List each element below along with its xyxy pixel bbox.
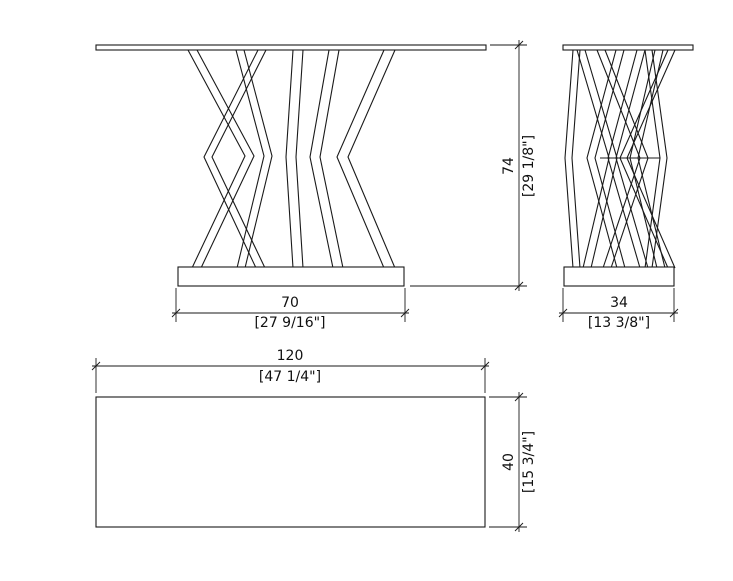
top-depth-in-label: [15 3/4"] (521, 431, 537, 493)
side-depth-in-label: [13 3/8"] (588, 315, 650, 331)
front-height-cm-label: 74 (501, 157, 517, 175)
top-length-dimension: 120 [47 1/4"] (91, 348, 490, 393)
front-leg (319, 49, 344, 269)
front-leg (347, 49, 396, 269)
side-base-plinth (563, 266, 675, 287)
top-length-cm-label: 120 (277, 348, 304, 364)
front-width-dimension: 70 [27 9/16"] (171, 288, 410, 331)
top-length-in-label: [47 1/4"] (259, 369, 321, 385)
front-leg (211, 49, 267, 269)
front-view: 70 [27 9/16"] 74 [29 1/8"] (95, 40, 537, 331)
top-depth-cm-label: 40 (501, 453, 517, 471)
side-view: 34 [13 3/8"] (558, 44, 694, 331)
front-width-in-label: [27 9/16"] (254, 315, 325, 331)
front-leg (309, 49, 334, 269)
front-leg (285, 49, 294, 269)
front-leg (336, 49, 385, 269)
front-legs (187, 49, 396, 269)
top-tabletop-outline (95, 396, 486, 528)
front-leg (235, 49, 265, 269)
side-depth-dimension: 34 [13 3/8"] (558, 288, 679, 331)
front-leg (295, 49, 304, 269)
front-height-dimension: 74 [29 1/8"] (410, 40, 537, 291)
top-depth-dimension: 40 [15 3/4"] (489, 392, 537, 532)
front-leg (243, 49, 273, 269)
top-view: 120 [47 1/4"] 40 [15 3/4"] (91, 348, 537, 532)
front-leg (187, 49, 246, 269)
side-depth-cm-label: 34 (610, 295, 628, 311)
front-height-in-label: [29 1/8"] (521, 135, 537, 197)
front-base-plinth (177, 266, 405, 287)
front-width-cm-label: 70 (281, 295, 299, 311)
front-tabletop (95, 44, 487, 51)
side-tabletop (562, 44, 694, 51)
front-leg (196, 49, 255, 269)
front-leg (203, 49, 259, 269)
side-legs (564, 49, 676, 269)
